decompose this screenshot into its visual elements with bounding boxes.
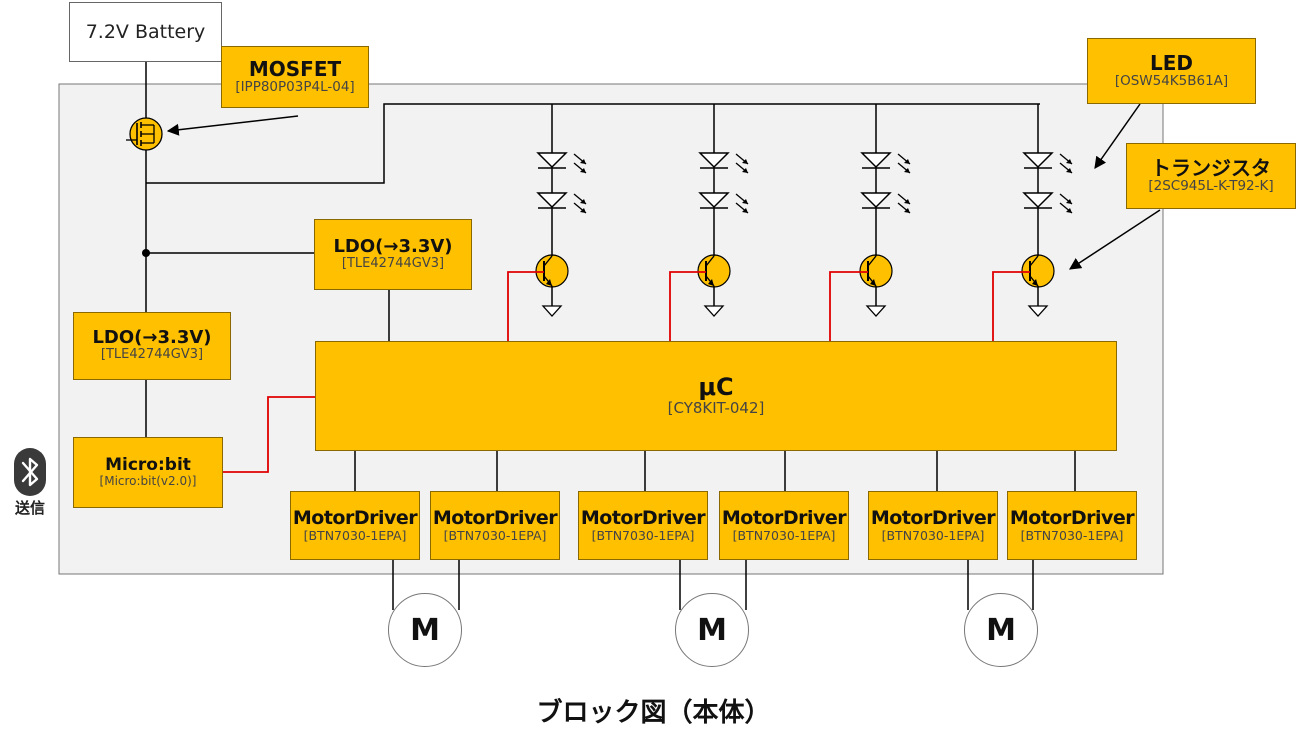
- motor-driver-title: MotorDriver: [1009, 506, 1135, 529]
- microbit-part: [Micro:bit(v2.0)]: [99, 473, 197, 488]
- led-channel: [669, 104, 749, 341]
- ground-icon: [703, 305, 725, 317]
- ldo-upper-block: LDO(→3.3V) [TLE42744GV3]: [314, 219, 472, 290]
- motor-driver-title: MotorDriver: [870, 506, 996, 529]
- led-channels: [507, 104, 1073, 341]
- microbit-block: Micro:bit [Micro:bit(v2.0)]: [73, 437, 223, 508]
- mcu-transistor-signal-wire: [829, 271, 868, 341]
- ldo-upper-part: [TLE42744GV3]: [341, 255, 445, 271]
- motor-driver-part: [BTN7030-1EPA]: [1020, 527, 1124, 543]
- transistor-part: [2SC945L-K-T92-K]: [1148, 178, 1274, 195]
- motor: M: [675, 593, 749, 667]
- motor-driver-block: MotorDriver[BTN7030-1EPA]: [868, 491, 998, 560]
- led-channel: [507, 104, 587, 341]
- ldo-upper-title: LDO(→3.3V): [333, 235, 453, 257]
- mcu-part: [CY8KIT-042]: [667, 399, 765, 418]
- motor-driver-part: [BTN7030-1EPA]: [591, 527, 695, 543]
- bluetooth-icon: [14, 448, 46, 496]
- motor-driver-block: MotorDriver[BTN7030-1EPA]: [1007, 491, 1137, 560]
- led-rail-wire: [146, 103, 1040, 184]
- motor-driver-part: [BTN7030-1EPA]: [881, 527, 985, 543]
- led-channel: [992, 104, 1073, 341]
- led-part: [OSW54K5B61A]: [1114, 73, 1229, 90]
- mcu-transistor-signal-wire: [507, 271, 544, 341]
- motor-driver-title: MotorDriver: [580, 506, 706, 529]
- motor-driver-title: MotorDriver: [432, 506, 558, 529]
- motor-driver-title: MotorDriver: [721, 506, 847, 529]
- battery-box: 7.2V Battery: [69, 2, 222, 62]
- mcu-transistor-signal-wire: [669, 271, 706, 341]
- motor-driver-block: MotorDriver[BTN7030-1EPA]: [430, 491, 560, 560]
- ground-icon: [541, 305, 563, 317]
- ground-icon: [1027, 305, 1049, 317]
- ldo-left-block: LDO(→3.3V) [TLE42744GV3]: [73, 312, 231, 380]
- junction-dot: [142, 249, 150, 257]
- ground-icon: [865, 305, 887, 317]
- motor-driver-block: MotorDriver[BTN7030-1EPA]: [719, 491, 849, 560]
- microbit-title: Micro:bit: [105, 454, 191, 475]
- mcu-block: μC [CY8KIT-042]: [315, 341, 1117, 451]
- motor-driver-part: [BTN7030-1EPA]: [443, 527, 547, 543]
- ldo-left-title: LDO(→3.3V): [92, 327, 212, 349]
- mosfet-title: MOSFET: [248, 57, 342, 82]
- motor-driver-block: MotorDriver[BTN7030-1EPA]: [290, 491, 420, 560]
- transistor-block: トランジスタ [2SC945L-K-T92-K]: [1126, 143, 1296, 209]
- mosfet-block: MOSFET [IPP80P03P4L-04]: [221, 46, 369, 108]
- transistor-title: トランジスタ: [1151, 156, 1271, 181]
- transistor-icon: [535, 254, 569, 288]
- ldo-left-part: [TLE42744GV3]: [100, 347, 204, 363]
- microbit-signal-wire: [222, 396, 315, 473]
- battery-label: 7.2V Battery: [85, 21, 206, 43]
- motor-driver-block: MotorDriver[BTN7030-1EPA]: [578, 491, 708, 560]
- transistor-icon: [859, 254, 893, 288]
- diagram-caption: ブロック図（本体）: [536, 698, 771, 728]
- mosfet-part: [IPP80P03P4L-04]: [235, 79, 355, 96]
- led-callout-arrow: [1094, 103, 1141, 169]
- drive-wires: [354, 451, 1076, 610]
- transistor-icon: [1021, 254, 1055, 288]
- motor-driver-title: MotorDriver: [292, 506, 418, 529]
- motor: M: [388, 593, 462, 667]
- transistor-callout-arrow: [1068, 209, 1161, 270]
- bluetooth-label: 送信: [14, 499, 45, 517]
- motor-driver-part: [BTN7030-1EPA]: [732, 527, 836, 543]
- mosfet-callout-arrow: [166, 115, 299, 136]
- motor-driver-part: [BTN7030-1EPA]: [303, 527, 407, 543]
- mcu-transistor-signal-wire: [992, 271, 1030, 341]
- led-block: LED [OSW54K5B61A]: [1087, 38, 1256, 104]
- mosfet-icon: [126, 117, 163, 151]
- led-title: LED: [1149, 51, 1193, 76]
- led-channel: [829, 104, 911, 341]
- transistor-icon: [697, 254, 731, 288]
- motor: M: [964, 593, 1038, 667]
- mcu-title: μC: [698, 373, 734, 402]
